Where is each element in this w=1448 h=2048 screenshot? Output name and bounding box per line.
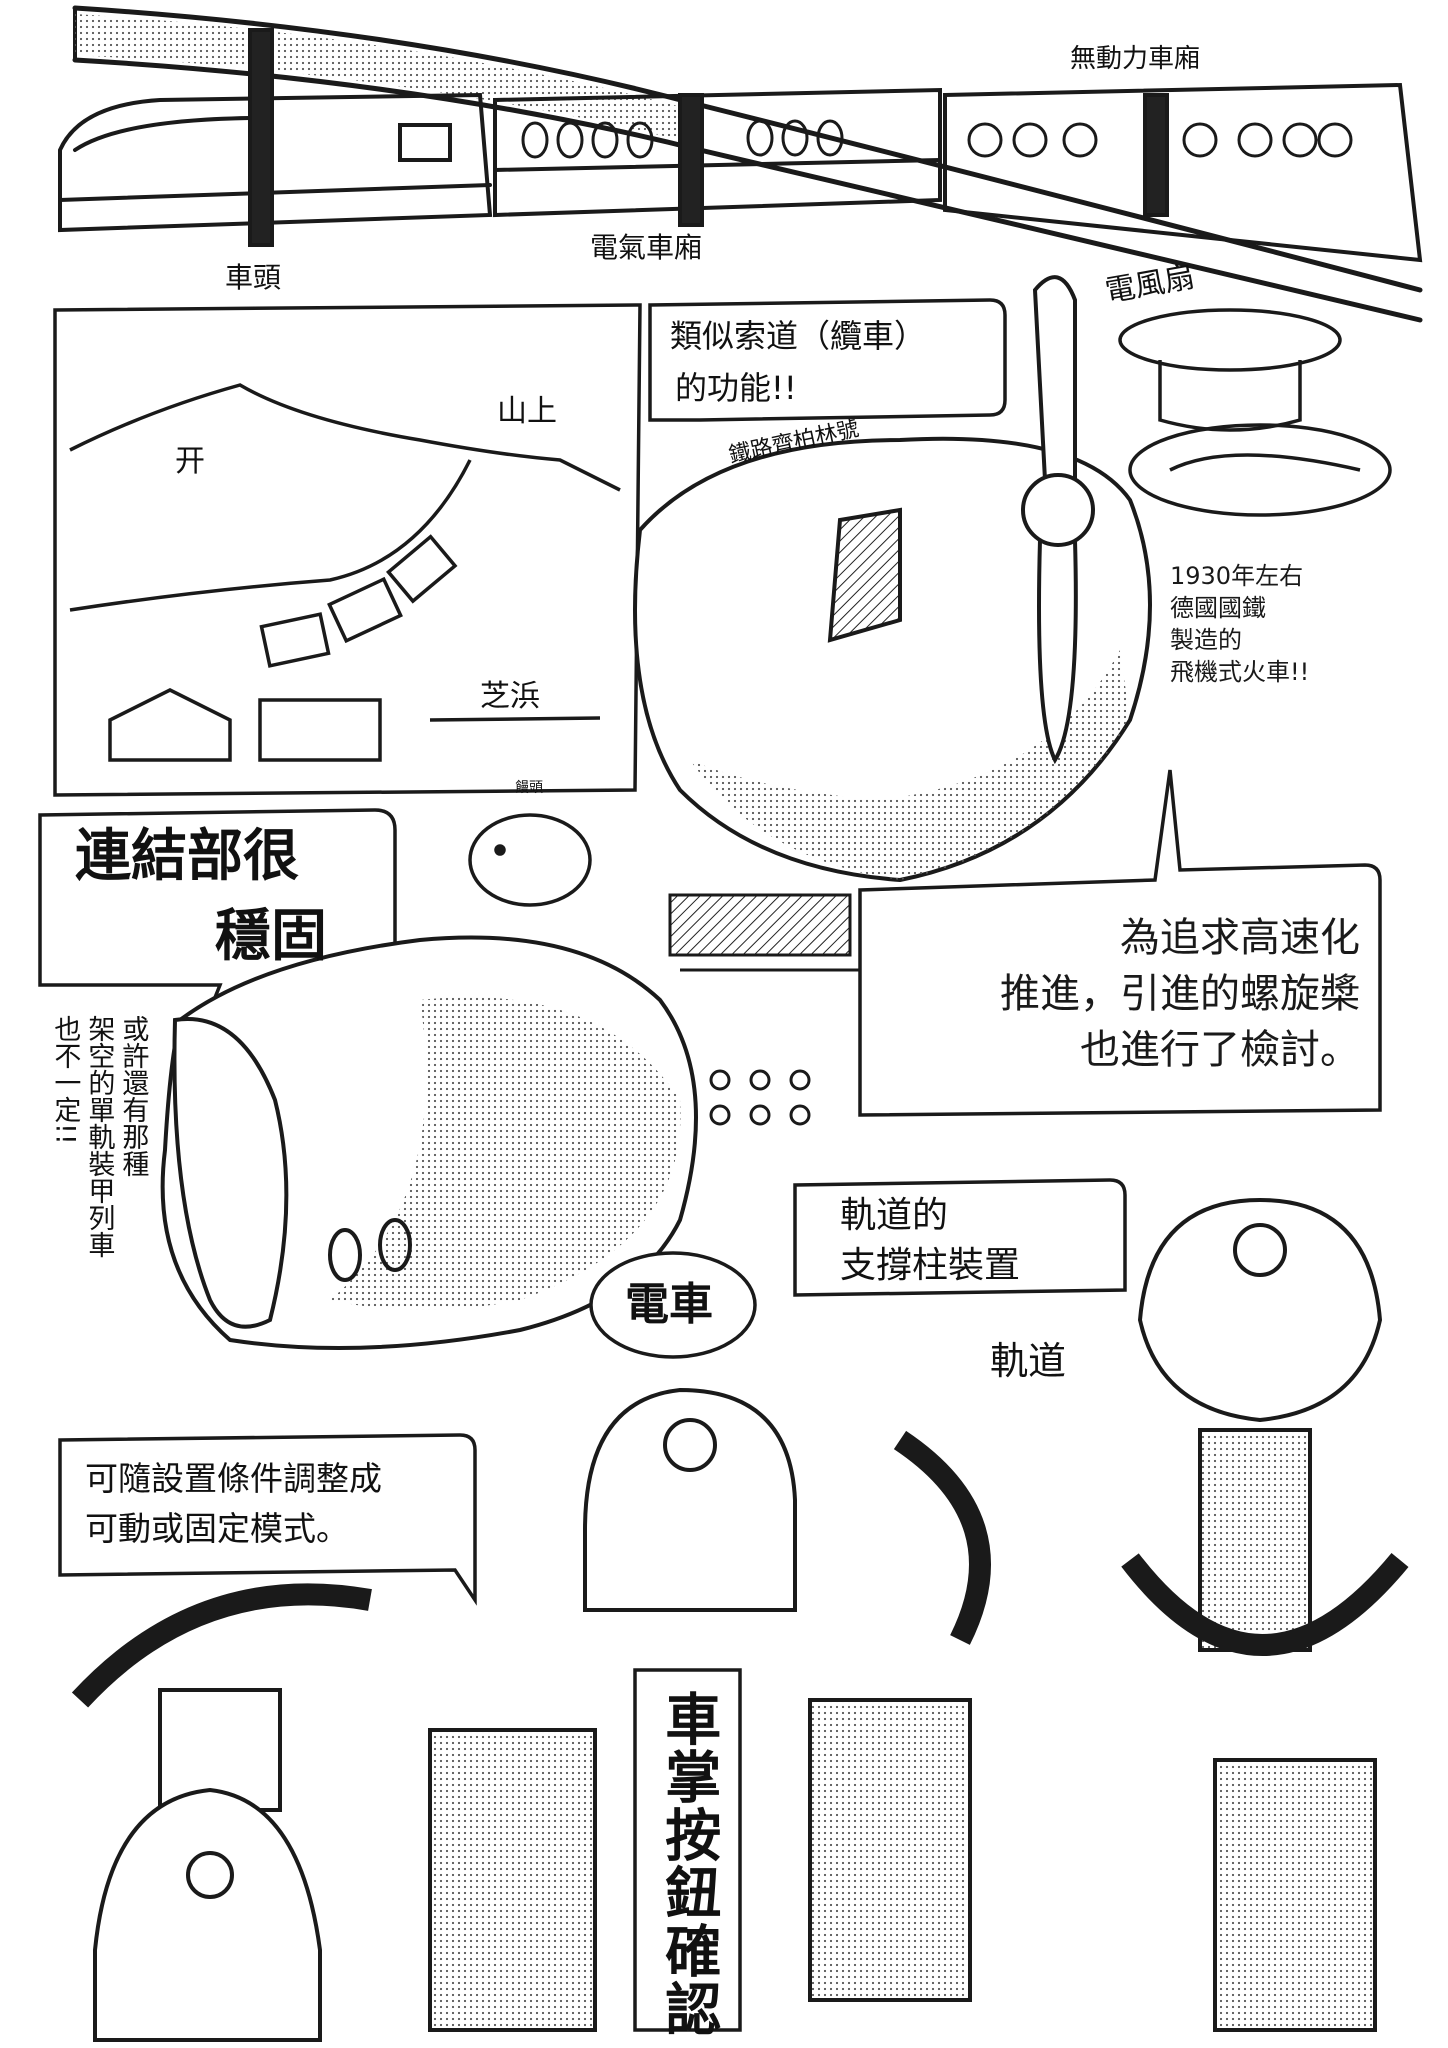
monorail-train-drawing — [58, 5, 1423, 323]
train-note-line: 德國國鐵 — [1170, 594, 1266, 622]
armored-note-col3: 也不一定!! — [49, 1015, 81, 1145]
tram-bubble — [589, 1251, 757, 1359]
coupling-text-line1: 連結部很 — [75, 824, 299, 889]
support-text-line2: 支撐柱裝置 — [840, 1245, 1021, 1286]
unpowered-car-label: 無動力車廂 — [1070, 44, 1201, 74]
mascot-name: 饅頭 — [515, 780, 543, 796]
mountain-top-label: 山上 — [497, 394, 557, 429]
tram-label: 電車 — [625, 1279, 713, 1330]
support-text-line1: 軌道的 — [840, 1195, 949, 1236]
armored-monorail-drawing — [160, 935, 698, 1350]
track-label: 軌道 — [990, 1339, 1067, 1383]
train-note-line: 飛機式火車!! — [1170, 658, 1310, 686]
rail-zeppelin-drawing — [633, 275, 1152, 883]
coupling-text-line2: 穩固 — [215, 904, 327, 969]
conductor-check-label: 車掌按鈕確認 — [655, 1690, 721, 2038]
ropeway-text-line2: 的功能!! — [675, 369, 797, 407]
propeller-note-line: 為追求高速化 — [1120, 915, 1360, 961]
armored-note-col2: 架空的單軌裝甲列車 — [83, 1015, 115, 1258]
propeller-note-line: 推進，引進的螺旋槳 — [1000, 971, 1360, 1017]
electric-car-label: 電氣車廂 — [590, 231, 703, 264]
electric-fan-drawing — [1118, 308, 1392, 517]
ropeway-panel — [53, 303, 642, 797]
train-note-line: 製造的 — [1170, 626, 1242, 654]
armored-note-col1: 或許還有那種 — [117, 1015, 149, 1177]
train-note: 1930年左右 德國國鐵 製造的 飛機式火車!! — [1170, 560, 1309, 688]
mascot-drawing — [468, 813, 592, 907]
ropeway-bubble — [648, 298, 1007, 422]
support-mechanism-drawings — [71, 1197, 1409, 2042]
setting-text-line2: 可動或固定模式。 — [85, 1509, 349, 1548]
ropeway-text-line1: 類似索道（纜車） — [670, 317, 927, 355]
locomotive-label: 車頭 — [225, 261, 282, 294]
setting-text-line1: 可隨設置條件調整成 — [85, 1459, 382, 1498]
conductor-check-box — [633, 1668, 742, 2032]
shrine-mark: 开 — [175, 444, 205, 479]
propeller-note-line: 也進行了檢討。 — [1080, 1027, 1360, 1073]
propeller-bubble — [858, 769, 1382, 1117]
support-bubble — [793, 1178, 1127, 1297]
setting-bubble — [58, 1433, 477, 1606]
propeller-note: 為追求高速化 推進，引進的螺旋槳 也進行了檢討。 — [880, 910, 1360, 1078]
train-note-line: 1930年左右 — [1170, 562, 1304, 590]
shibaura-label: 芝浜 — [480, 679, 540, 714]
